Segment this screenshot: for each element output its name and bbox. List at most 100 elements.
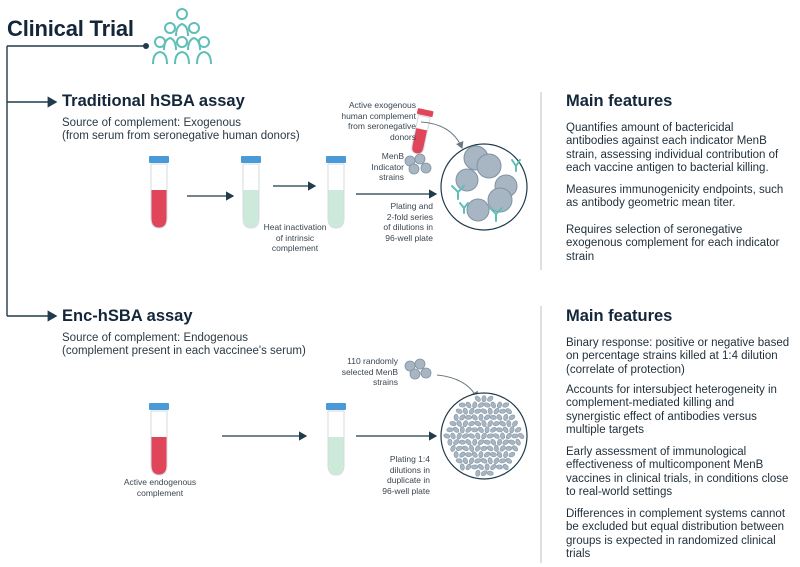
bacterium-cell: [472, 401, 478, 409]
traditional-feature-1: Quantifies amount of bactericidal antibo…: [566, 122, 779, 175]
bacterium-cell: [486, 470, 494, 476]
bacterium-cell: [512, 420, 518, 427]
bacterium-cell: [477, 439, 485, 446]
bacterium-cell: [465, 426, 472, 433]
traditional-source: Source of complement: Exogenous: [62, 117, 241, 129]
bacterium-cell: [499, 420, 506, 427]
bacterium-cell: [477, 464, 484, 470]
traditional-arrows: [187, 181, 438, 201]
bacterium-cell: [471, 464, 479, 470]
bacterium-cell: [499, 408, 507, 414]
bacterium-cell: [484, 426, 490, 434]
curved-arrow-complement: [420, 121, 464, 149]
bacterium-cell: [468, 457, 475, 465]
bacterium-cell: [480, 408, 488, 414]
bacterium-cell: [496, 401, 503, 409]
bacterium-cell: [449, 421, 457, 427]
bacterium-cell: [475, 432, 481, 440]
traditional-assay-title: Traditional hSBA assay: [62, 92, 245, 110]
bacterium-cell: [493, 444, 499, 452]
enc-features-title: Main features: [566, 307, 673, 325]
bacterium-cell: [496, 427, 503, 433]
bacterium-cell: [490, 401, 496, 409]
enc-assay-title: Enc-hSBA assay: [62, 307, 193, 325]
bacterium-cell: [455, 408, 463, 414]
bacterium-cell: [509, 426, 515, 434]
bacterium-cell: [474, 395, 481, 402]
bacterium-cell: [465, 401, 472, 409]
bacterium-cell: [462, 420, 468, 427]
bacterium-cell: [475, 469, 481, 477]
bacterium-cell: [490, 464, 497, 470]
bacterium-cell: [505, 408, 512, 415]
bacterium-cell: [469, 444, 475, 452]
bacterium-cell: [518, 433, 525, 439]
bacterium-cell: [462, 407, 468, 415]
bacterium-cell: [508, 414, 516, 421]
bacterium-cell: [505, 445, 513, 451]
bacterium-cell: [453, 451, 459, 459]
bacterium-cell: [490, 426, 497, 433]
bacterium-cell: [458, 439, 466, 445]
bacterium-cell: [462, 457, 469, 465]
enc-feature-4: Differences in complement systems cannot…: [566, 508, 786, 561]
enc-source-detail: (complement present in each vaccinee's s…: [62, 345, 306, 357]
bacterium-cell: [459, 451, 466, 458]
bacterium-cell: [471, 414, 478, 421]
label-heat-inactivation: Heat inactivation of intrinsic complemen…: [263, 222, 327, 253]
bacterium-cell: [478, 451, 484, 459]
petri-dish-icon-enc: [440, 392, 528, 480]
label-endogenous-complement: Active endogenous complement: [123, 477, 197, 498]
bacterium-cell: [465, 414, 472, 420]
bacterium-cell: [514, 427, 522, 433]
connector-lines: [6, 45, 144, 322]
tube-green-inactivated: [326, 156, 346, 229]
bacterium-cell: [475, 445, 481, 452]
bacterium-cell: [487, 445, 494, 452]
label-random-strains: 110 randomly selected MenB strains: [341, 356, 398, 387]
bacteria-icon-enc: [404, 358, 432, 380]
petri-dish-icon: [440, 143, 528, 231]
bacterium-cell: [483, 451, 491, 458]
bacterium-cell: [496, 464, 503, 470]
enc-source: Source of complement: Endogenous: [62, 332, 249, 344]
bacterium-cell: [474, 420, 482, 427]
bacterium-cell: [503, 413, 509, 421]
bacterium-cell: [450, 432, 456, 440]
bacterium-cell: [493, 433, 500, 439]
bacterium-cell: [459, 414, 466, 421]
bacterium-cell: [496, 414, 503, 421]
bacterium-cell: [468, 407, 475, 415]
bacterium-cell: [458, 402, 466, 408]
bacterium-cell: [487, 395, 494, 402]
bacterium-cell: [505, 457, 512, 464]
bacterium-cell: [447, 438, 453, 446]
label-indicator-strains: MenB Indicator strains: [371, 151, 404, 182]
tube-green-endogenous: [326, 403, 346, 476]
bacterium-cell: [471, 451, 478, 458]
bacterium-cell: [502, 463, 509, 471]
enc-feature-3: Early assessment of immunological effect…: [566, 446, 789, 499]
bacterium-cell: [483, 439, 491, 445]
bacterium-cell: [487, 457, 493, 465]
tube-green-serum: [241, 156, 261, 229]
bacterium-cell: [496, 451, 503, 458]
bacterium-cell: [511, 445, 519, 452]
people-group-icon: [152, 8, 212, 65]
label-plating-enc: Plating 1:4 dilutions in duplicate in 96…: [382, 454, 430, 496]
bacterium-cell: [483, 414, 491, 421]
bacterium-cell: [493, 457, 500, 465]
traditional-feature-2: Measures immunogenicity endpoints, such …: [566, 184, 784, 210]
enc-feature-2: Accounts for intersubject heterogeneity …: [566, 384, 777, 437]
bacterium-cell: [477, 402, 485, 408]
bacterium-cell: [484, 463, 490, 471]
bacterium-cell: [511, 433, 519, 439]
bacterium-cell: [515, 438, 521, 446]
traditional-features-title: Main features: [566, 92, 673, 110]
label-exogenous-complement: Active exogenous human complement from s…: [341, 100, 416, 142]
tube-red-endogenous: [149, 403, 169, 476]
bacterium-cell: [468, 433, 475, 439]
bacterium-cell: [481, 395, 487, 403]
bacterium-cell: [471, 427, 479, 433]
